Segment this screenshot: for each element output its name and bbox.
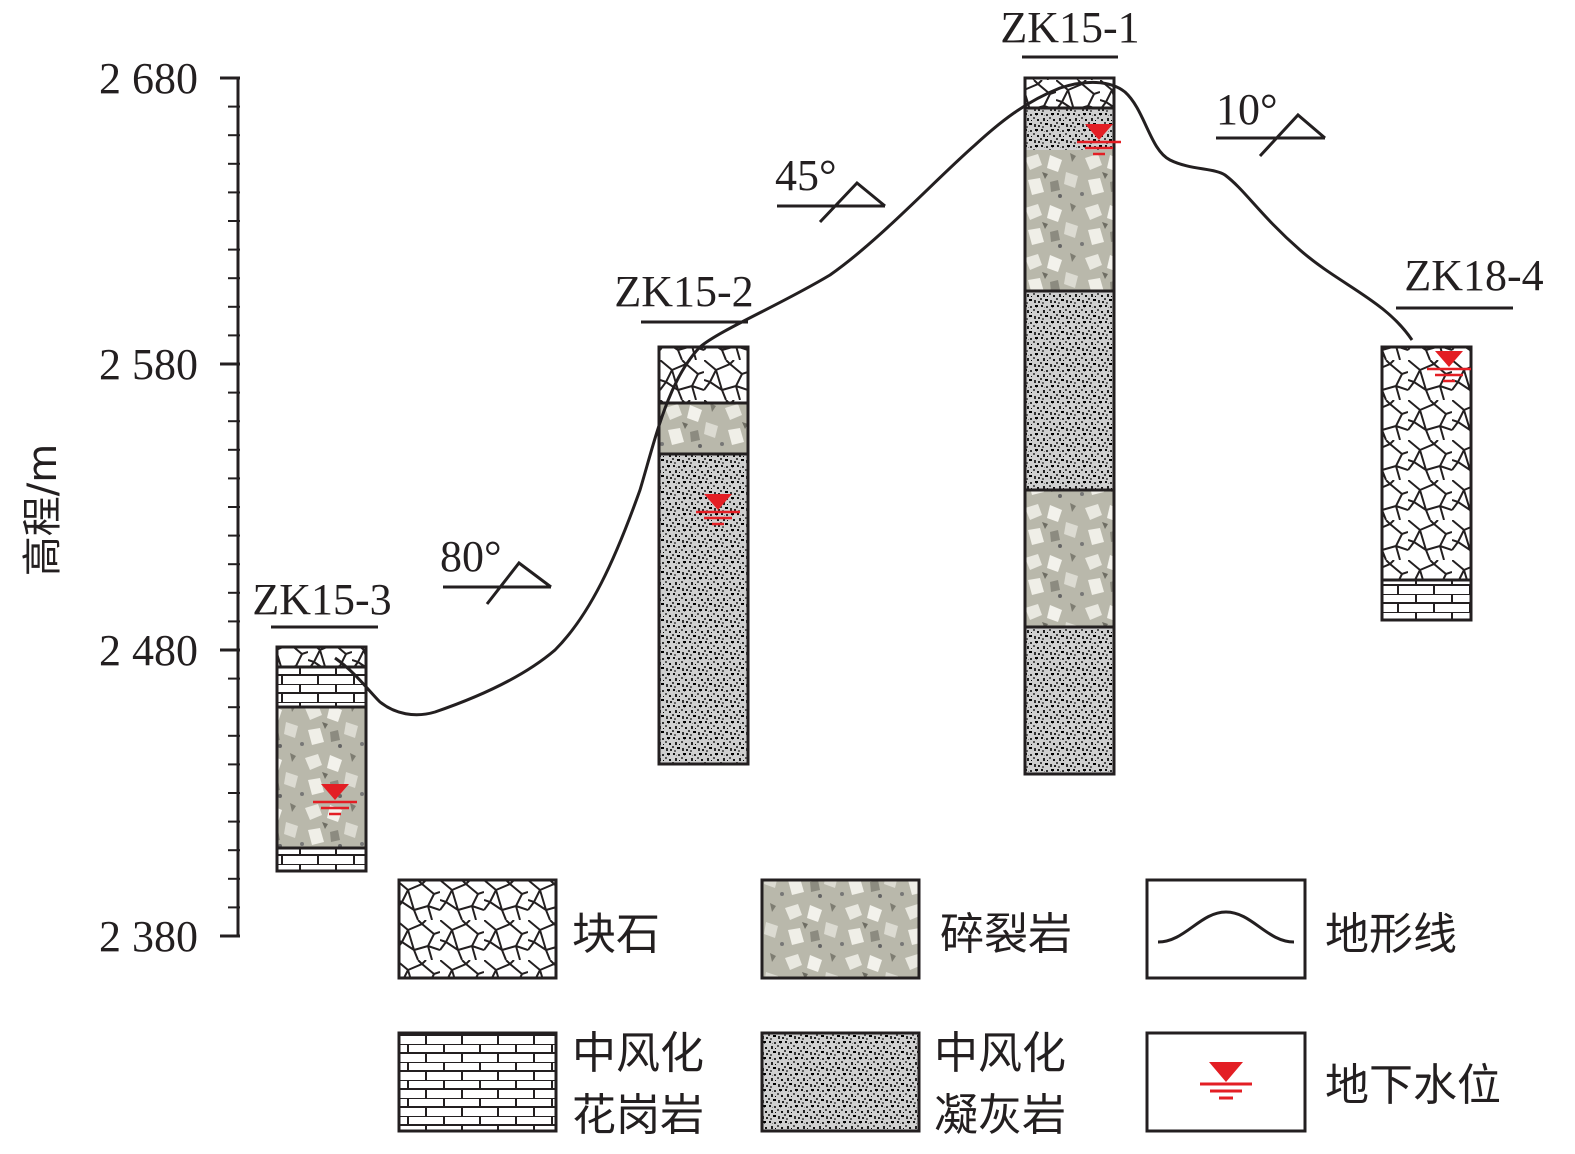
tick-label-2380: 2 380 [99,912,198,961]
layer-block-stone [277,647,366,667]
borehole-zk15-1: ZK15-1 [1000,3,1140,776]
borehole-label: ZK15-1 [1000,3,1139,52]
water-level-lines [1077,140,1121,156]
slope-marker-45: 45° [775,151,886,224]
layer-tuff [659,454,748,764]
terrain-curve-icon [1157,910,1295,944]
legend-item-groundwater: 地下水位 [1145,1031,1501,1133]
groundwater-symbol [696,494,740,526]
water-level-icon [321,784,349,800]
tick-label-2680: 2 680 [99,54,198,103]
elevation-axis: 2 680 2 580 2 480 2 380 高程/m [20,54,240,961]
layer-granite [277,848,366,871]
layer-cataclasite [659,403,748,454]
layer-boundaries [659,401,748,456]
water-level-icon [1085,124,1113,140]
axis-minor-ticks [228,105,240,909]
terrain-line [334,80,1414,717]
layer-block-stone [659,347,748,403]
groundwater-symbol [1077,124,1121,156]
layer-cataclasite [1025,490,1114,627]
layer-block-stone [1382,347,1471,580]
borehole-outline [1380,345,1473,622]
borehole-outline [275,645,368,873]
borehole-zk15-3: ZK15-3 [252,575,392,873]
legend-swatch-block-stone [397,878,558,980]
layer-boundaries [277,665,366,850]
borehole-zk15-2: ZK15-2 [614,267,754,766]
legend-swatch-tuff [760,1031,921,1133]
y-axis-label: 高程/m [20,444,66,576]
legend-item-terrain-line: 地形线 [1145,878,1457,980]
slope-marker-80: 80° [440,532,552,605]
legend: 块石 碎裂岩 地形线 中风化 花岗岩 中风化 凝灰岩 [397,878,1501,1141]
borehole-label: ZK18-4 [1404,251,1543,300]
layer-tuff [1025,627,1114,774]
borehole-zk18-4: ZK18-4 [1380,251,1544,622]
slope-marker-10: 10° [1216,85,1326,158]
legend-swatch-cataclasite [760,878,921,980]
borehole-outline [657,345,750,766]
groundwater-symbol [1427,351,1471,383]
slope-angle-label: 10° [1216,85,1278,134]
slope-angle-label: 45° [775,151,837,200]
tick-label-2480: 2 480 [99,626,198,675]
slope-triangle [485,560,552,605]
slope-angle-label: 80° [440,532,502,581]
legend-label: 地下水位 [1325,1060,1501,1111]
legend-item-cataclasite: 碎裂岩 [760,878,1072,980]
legend-item-granite: 中风化 花岗岩 [397,1028,704,1141]
legend-label: 中风化 [934,1028,1066,1079]
legend-item-block-stone: 块石 [397,878,660,980]
layer-boundaries [1025,106,1114,629]
groundwater-symbol [313,784,357,816]
layer-cataclasite [277,707,366,848]
slope-triangle [818,180,886,224]
borehole-outline [1023,76,1116,776]
legend-swatch-granite [397,1031,558,1133]
water-level-lines [313,800,357,816]
water-level-icon [1200,1062,1252,1100]
legend-label: 地形线 [1325,909,1457,960]
water-level-lines [1427,367,1471,383]
legend-label: 凝灰岩 [934,1090,1066,1141]
legend-label: 块石 [572,909,660,960]
legend-swatch-terrain-line [1145,878,1307,980]
layer-granite [277,667,366,707]
legend-label: 中风化 [572,1028,704,1079]
layer-tuff [1025,291,1114,490]
legend-label: 碎裂岩 [940,909,1072,960]
tick-label-2580: 2 580 [99,340,198,389]
legend-label: 花岗岩 [572,1090,704,1141]
layer-granite [1382,580,1471,620]
legend-item-tuff: 中风化 凝灰岩 [760,1028,1066,1141]
slope-triangle [1258,112,1326,158]
water-level-lines [696,510,740,526]
borehole-label: ZK15-2 [614,267,753,316]
water-level-icon [704,494,732,510]
layer-cataclasite [1025,150,1114,291]
borehole-label: ZK15-3 [252,575,391,624]
water-level-icon [1435,351,1463,367]
